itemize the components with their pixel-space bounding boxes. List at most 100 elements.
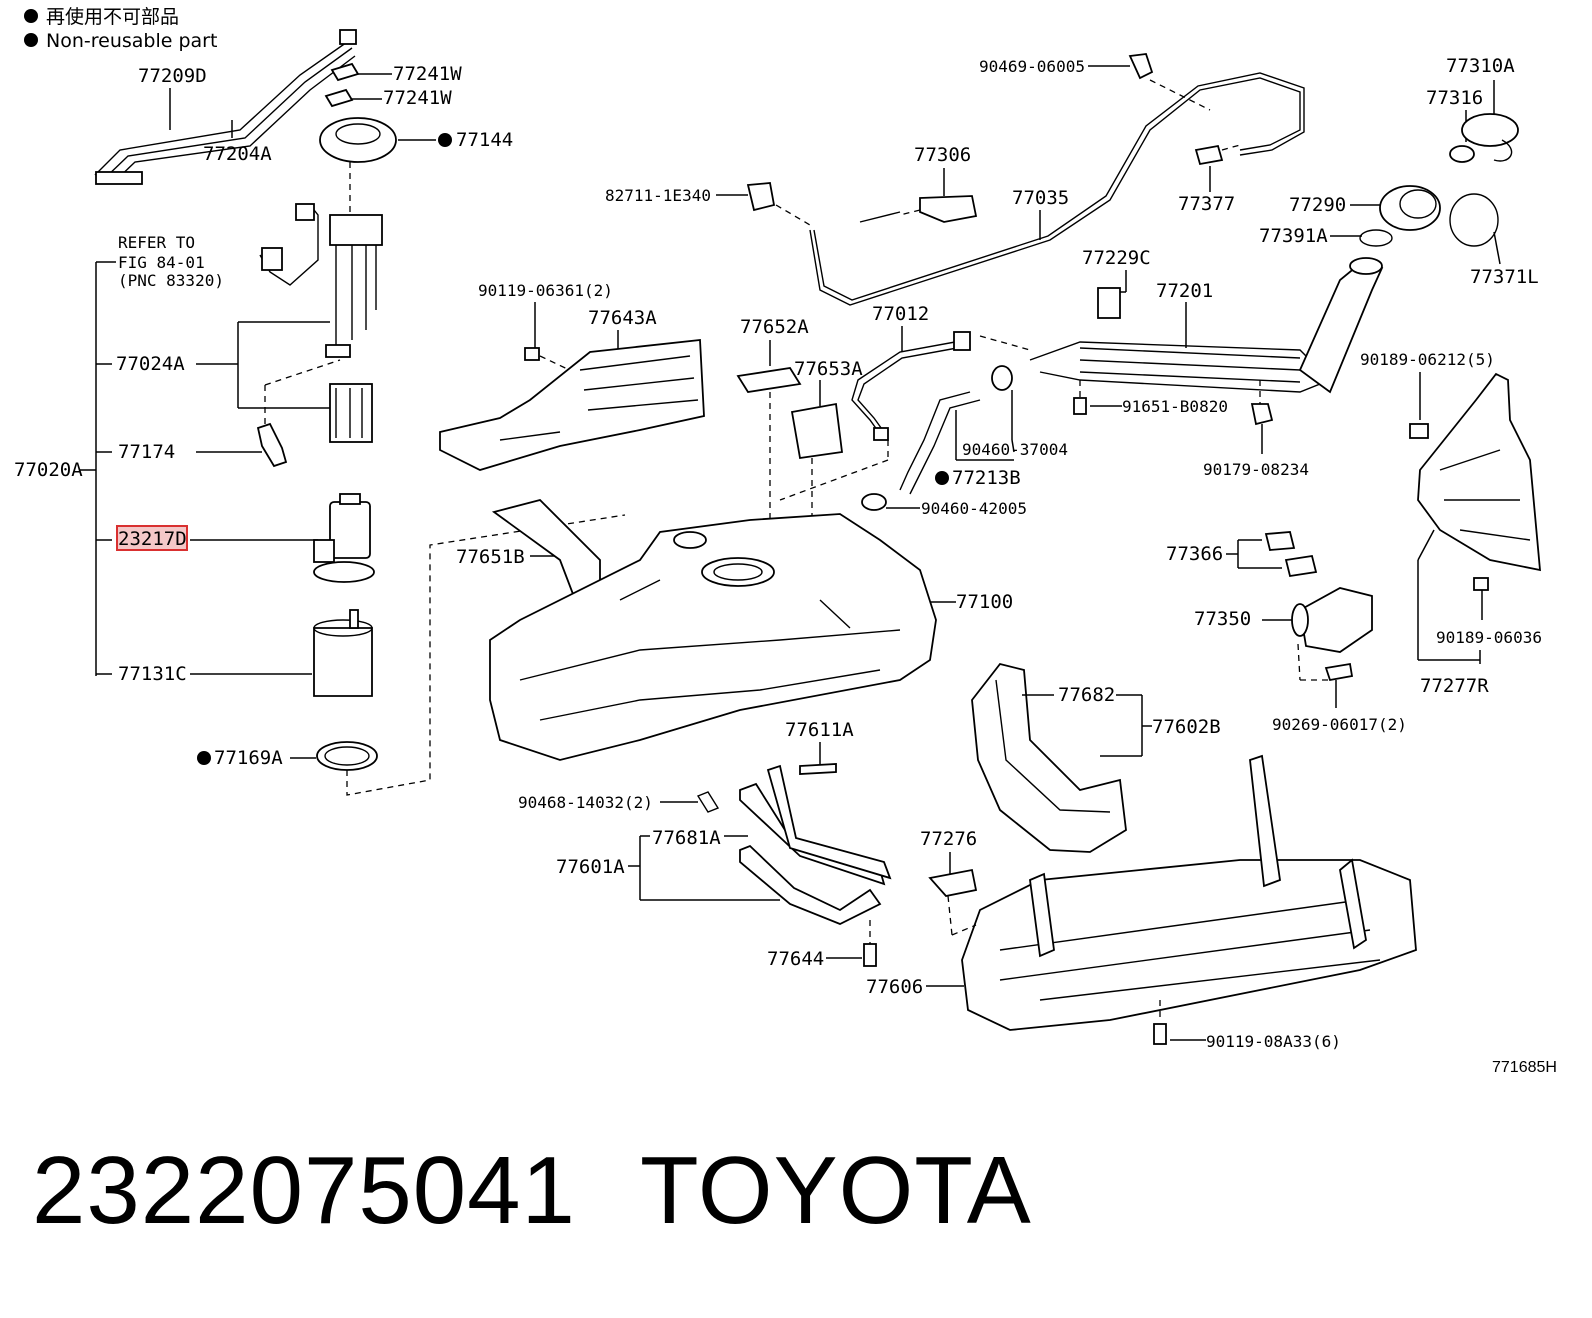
strap-part (739, 844, 882, 925)
label-77213B[interactable]: 77213B (952, 467, 1021, 489)
label-77012[interactable]: 77012 (872, 303, 929, 325)
clip-part (1284, 554, 1318, 578)
label-77131C[interactable]: 77131C (118, 663, 187, 685)
label-77035[interactable]: 77035 (1012, 187, 1069, 209)
fuel-line-part (102, 47, 353, 181)
label-77276[interactable]: 77276 (920, 828, 977, 850)
filler-pipe-group: 77229C 77201 91651-B0820 90179-08234 901… (979, 247, 1495, 479)
label-77681A[interactable]: 77681A (652, 827, 721, 849)
label-90119-08A33[interactable]: 90119-08A33(6) (1206, 1032, 1341, 1051)
label-77241W-b[interactable]: 77241W (383, 87, 452, 109)
label-77651B[interactable]: 77651B (456, 546, 525, 568)
label-77601A[interactable]: 77601A (556, 856, 625, 878)
label-77644[interactable]: 77644 (767, 948, 824, 970)
protector-part (971, 662, 1127, 853)
label-90179-08234[interactable]: 90179-08234 (1203, 460, 1309, 479)
heat-insulator-part (439, 339, 705, 471)
label-77391A[interactable]: 77391A (1259, 225, 1328, 247)
filler-pipe-part (1298, 261, 1384, 394)
label-77204A[interactable]: 77204A (203, 143, 272, 165)
label-90469-06005[interactable]: 90469-06005 (979, 57, 1085, 76)
label-77371L[interactable]: 77371L (1470, 266, 1539, 288)
bracket-part (919, 195, 978, 223)
support-bar-part (1249, 754, 1281, 888)
fuel-tank-part (489, 513, 937, 761)
label-77652A[interactable]: 77652A (740, 316, 809, 338)
label-77241W-a[interactable]: 77241W (393, 63, 462, 85)
vent-hose-group: 90460-37004 77213B 90460-42005 (861, 365, 1068, 518)
tank-straps-group: 77611A 90468-14032(2) 77681A 77601A 7764… (518, 719, 892, 970)
fuel-line-part (94, 39, 351, 176)
label-77350[interactable]: 77350 (1194, 608, 1251, 630)
clamp-part (1194, 144, 1224, 166)
label-77602B[interactable]: 77602B (1152, 716, 1221, 738)
legend-line-jp: 再使用不可部品 (46, 6, 179, 28)
fuel-door-group: 90189-06036 77277R 77366 77350 90269-060… (1166, 372, 1542, 734)
label-77682[interactable]: 77682 (1058, 684, 1115, 706)
label-77377[interactable]: 77377 (1178, 193, 1235, 215)
label-77606[interactable]: 77606 (866, 976, 923, 998)
label-90119-06361[interactable]: 90119-06361(2) (478, 281, 613, 300)
figure-reference: 771685H (1492, 1059, 1557, 1076)
fuel-pump-assembly-group: 77209D 77204A 77241W 77241W 77144 REFER … (14, 29, 626, 796)
hose-clamp-part (991, 365, 1013, 391)
bolt-part (863, 943, 877, 967)
line-connector-part (339, 29, 357, 45)
label-77100[interactable]: 77100 (956, 591, 1013, 613)
pad-part (790, 402, 844, 460)
label-77174[interactable]: 77174 (118, 441, 175, 463)
label-77366[interactable]: 77366 (1166, 543, 1223, 565)
bolt-part (1409, 423, 1429, 439)
label-77209D[interactable]: 77209D (138, 65, 207, 87)
refer-note-line1: REFER TO (118, 233, 195, 252)
label-77277R[interactable]: 77277R (1420, 675, 1489, 697)
label-90468-14032[interactable]: 90468-14032(2) (518, 793, 653, 812)
hose-clamp-part (861, 493, 887, 511)
grommet-part (746, 182, 776, 212)
label-77229C[interactable]: 77229C (1082, 247, 1151, 269)
clip-part (1128, 53, 1154, 80)
bracket-part (928, 868, 978, 897)
refer-note-line3: (PNC 83320) (118, 271, 224, 290)
label-90189-06212[interactable]: 90189-06212(5) (1360, 350, 1495, 369)
label-77653A[interactable]: 77653A (794, 358, 863, 380)
bolt-part (1473, 577, 1489, 591)
bolt-part (799, 763, 837, 775)
label-77290[interactable]: 77290 (1289, 194, 1346, 216)
label-90460-42005[interactable]: 90460-42005 (921, 499, 1027, 518)
filter-clip-part (256, 422, 288, 468)
strap-part (766, 764, 892, 880)
label-90189-06036[interactable]: 90189-06036 (1436, 628, 1542, 647)
label-77020A[interactable]: 77020A (14, 459, 83, 481)
fuel-cap-part (1461, 113, 1519, 147)
label-23217D[interactable]: 23217D (118, 528, 187, 550)
label-77306[interactable]: 77306 (914, 144, 971, 166)
shield-part (1417, 372, 1542, 572)
support-bar-part (1029, 872, 1055, 958)
support-bar-part (1339, 858, 1367, 950)
brand-title: TOYOTA (640, 1137, 1032, 1244)
legend: 再使用不可部品 Non-reusable part (24, 6, 217, 52)
legend-bullet-icon (24, 9, 38, 23)
clip-part (1250, 403, 1274, 426)
refer-note-line2: FIG 84-01 (118, 253, 205, 272)
clip-part (1264, 531, 1296, 551)
label-91651-B0820[interactable]: 91651-B0820 (1122, 397, 1228, 416)
label-77316[interactable]: 77316 (1426, 87, 1483, 109)
filler-cap-group: 77310A 77316 77290 77391A 77371L (1259, 55, 1539, 288)
label-77024A[interactable]: 77024A (116, 353, 185, 375)
gasket-part (316, 741, 378, 771)
clamp-part (1097, 287, 1121, 319)
label-90460-37004[interactable]: 90460-37004 (962, 440, 1068, 459)
filler-neck-part (1379, 185, 1441, 231)
label-77611A[interactable]: 77611A (785, 719, 854, 741)
label-77169A[interactable]: 77169A (214, 747, 283, 769)
label-77643A[interactable]: 77643A (588, 307, 657, 329)
label-77144[interactable]: 77144 (456, 129, 513, 151)
label-77201[interactable]: 77201 (1156, 280, 1213, 302)
label-82711-1E340[interactable]: 82711-1E340 (605, 186, 711, 205)
pump-bracket-part (329, 383, 373, 443)
label-77310A[interactable]: 77310A (1446, 55, 1515, 77)
label-90269-06017[interactable]: 90269-06017(2) (1272, 715, 1407, 734)
